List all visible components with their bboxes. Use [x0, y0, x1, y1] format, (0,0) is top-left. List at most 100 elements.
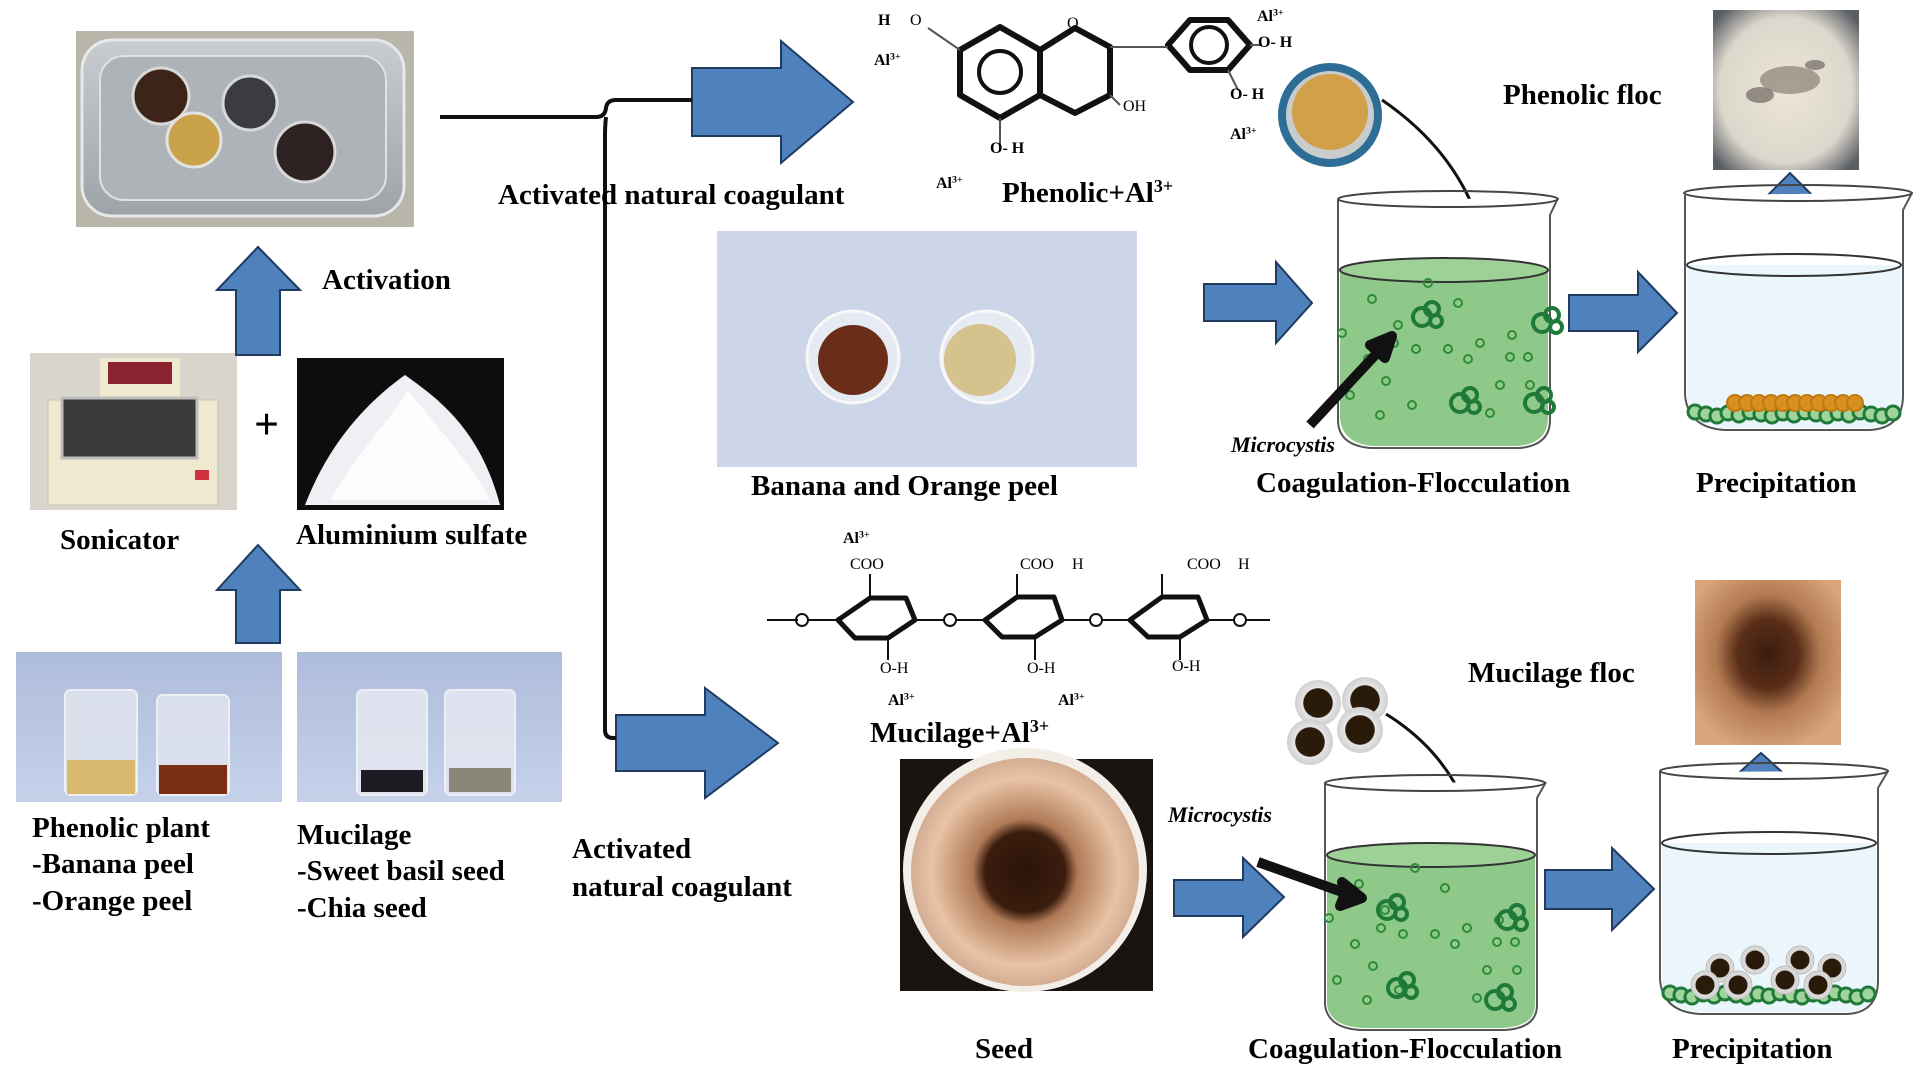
phenolic-al-text: Phenolic+Al — [1002, 177, 1154, 209]
seed-label: Seed — [975, 1033, 1033, 1065]
phenolic-sediment — [1686, 394, 1902, 425]
microcystis-cell — [1440, 883, 1450, 893]
mucilage-item-basil: -Sweet basil seed — [297, 855, 505, 888]
microcystis-cell — [1505, 352, 1515, 362]
struct-h-ion-1: H — [878, 12, 891, 29]
phenolic-item-banana: -Banana peel — [32, 848, 194, 881]
mucilage-floc-photo — [1695, 580, 1841, 745]
microcystis-cell — [1462, 923, 1472, 933]
struct-o-h-right-1: O- H — [1258, 34, 1293, 51]
precipitation-label-bottom: Precipitation — [1672, 1033, 1833, 1065]
microcystis-cell — [1512, 965, 1522, 975]
microcystis-cell — [1523, 352, 1533, 362]
microcystis-cell — [1430, 929, 1440, 939]
phenolic-powder-dish — [1278, 63, 1382, 167]
settled-phenolic-floc — [1846, 394, 1864, 412]
settled-mucilage-floc-core — [1745, 950, 1765, 970]
microcystis-cell — [1472, 993, 1482, 1003]
muc-coo-1: COO — [850, 556, 884, 573]
microcystis-colony-cell — [1466, 399, 1482, 415]
microcystis-label-top: Microcystis — [1231, 432, 1335, 457]
phenolic-al-label: Phenolic+Al3+ — [1002, 176, 1174, 209]
microcystis-colony-cell — [1428, 313, 1444, 329]
phenolic-plant-title: Phenolic plant — [32, 812, 211, 844]
mucilage-al-charge: 3+ — [1029, 716, 1050, 737]
phenolic-floc-photo — [1713, 10, 1859, 170]
microcystis-cell — [1411, 344, 1421, 354]
microcystis-cell — [1350, 939, 1360, 949]
arrow-up-activation — [214, 245, 303, 356]
settled-mucilage-floc-core — [1775, 970, 1795, 990]
muc-oh-3: O-H — [1172, 658, 1201, 675]
microcystis-colony-cell — [1548, 319, 1564, 335]
microcystis-cell — [1337, 328, 1347, 338]
arrow-right-to-mucilage-precip — [1544, 845, 1656, 933]
struct-o-h-bottom: O- H — [990, 140, 1025, 157]
activated-coagulant-label-bottom-1: Activated — [572, 833, 692, 865]
muc-al-bottom-2: Al3+ — [1058, 691, 1085, 709]
microcystis-cell — [1368, 961, 1378, 971]
struct-al-3: Al3+ — [1257, 7, 1284, 25]
seed-photo — [900, 748, 1153, 992]
microcystis-cell — [1376, 923, 1386, 933]
microcystis-cell — [1345, 390, 1355, 400]
microcystis-colony-cell — [1501, 996, 1517, 1012]
banana-orange-peel-label: Banana and Orange peel — [751, 470, 1058, 502]
microcystis-cell — [1482, 965, 1492, 975]
muc-al-bottom-1: Al3+ — [888, 691, 915, 709]
microcystis-colony-cell — [1403, 984, 1419, 1000]
microcystis-cell — [1375, 410, 1385, 420]
microcystis-cell — [1423, 278, 1433, 288]
settled-mucilage-floc-core — [1822, 958, 1842, 978]
phenolic-item-orange: -Orange peel — [32, 884, 193, 917]
struct-al-4: Al3+ — [1230, 125, 1257, 143]
microcystis-cell — [1485, 408, 1495, 418]
microcystis-cell — [1354, 879, 1364, 889]
muc-al-top: Al3+ — [843, 529, 870, 547]
mucilage-microcystis-cells — [1324, 863, 1529, 1012]
mucilage-floc-cluster — [1287, 677, 1388, 765]
sonicator-photo — [30, 353, 237, 510]
settled-mucilage-floc-core — [1710, 958, 1730, 978]
muc-oh-1: O-H — [880, 660, 909, 677]
phenolic-al-structure — [927, 17, 1262, 148]
microcystis-cell — [1393, 320, 1403, 330]
settled-mucilage-floc-core — [1808, 975, 1828, 995]
phenolic-coag-beaker — [1337, 190, 1559, 449]
activated-coagulant-label-top: Activated natural coagulant — [498, 179, 845, 211]
precipitation-label-top: Precipitation — [1696, 467, 1857, 499]
settled-mucilage-floc-core — [1790, 950, 1810, 970]
mucilage-al-structure — [767, 574, 1270, 660]
mucilage-title: Mucilage — [297, 819, 412, 851]
settled-cell — [1859, 985, 1877, 1003]
phenolic-al-charge: 3+ — [1153, 176, 1174, 197]
muc-coo-2: COO — [1020, 556, 1054, 573]
ultrasonic-bath-photo — [76, 31, 414, 227]
microcystis-cell — [1407, 400, 1417, 410]
phenolic-plant-list: Phenolic plant -Banana peel -Orange peel — [32, 812, 211, 917]
struct-o-1: O — [910, 12, 922, 29]
mucilage-al-label: Mucilage+Al3+ — [870, 716, 1050, 749]
mucilage-sediment — [1661, 945, 1877, 1006]
microcystis-cell — [1381, 376, 1391, 386]
sonicator-label: Sonicator — [60, 524, 180, 556]
muc-h-3: H — [1238, 556, 1250, 573]
activation-label: Activation — [322, 264, 451, 296]
struct-al-1: Al3+ — [874, 51, 901, 69]
phenolic-precip-beaker — [1683, 184, 1913, 431]
microcystis-cell — [1525, 380, 1535, 390]
activated-coagulant-label-bottom-2: natural coagulant — [572, 871, 792, 903]
microcystis-cell — [1380, 905, 1390, 915]
coag-floc-label-bottom: Coagulation-Flocculation — [1248, 1033, 1563, 1065]
arrow-right-to-phenolic-coag — [1203, 259, 1314, 346]
struct-oh: OH — [1123, 98, 1147, 115]
arrow-right-to-phenolic-precip — [1568, 269, 1679, 355]
mucilage-al-text: Mucilage+Al — [870, 717, 1030, 749]
microcystis-colony-cell — [1513, 916, 1529, 932]
branch-connector-line — [440, 98, 692, 740]
phenolic-plant-photo — [16, 652, 282, 802]
arrow-up-raw-to-sonicator — [214, 543, 303, 644]
microcystis-cell — [1324, 913, 1334, 923]
muc-coo-3: COO — [1187, 556, 1221, 573]
